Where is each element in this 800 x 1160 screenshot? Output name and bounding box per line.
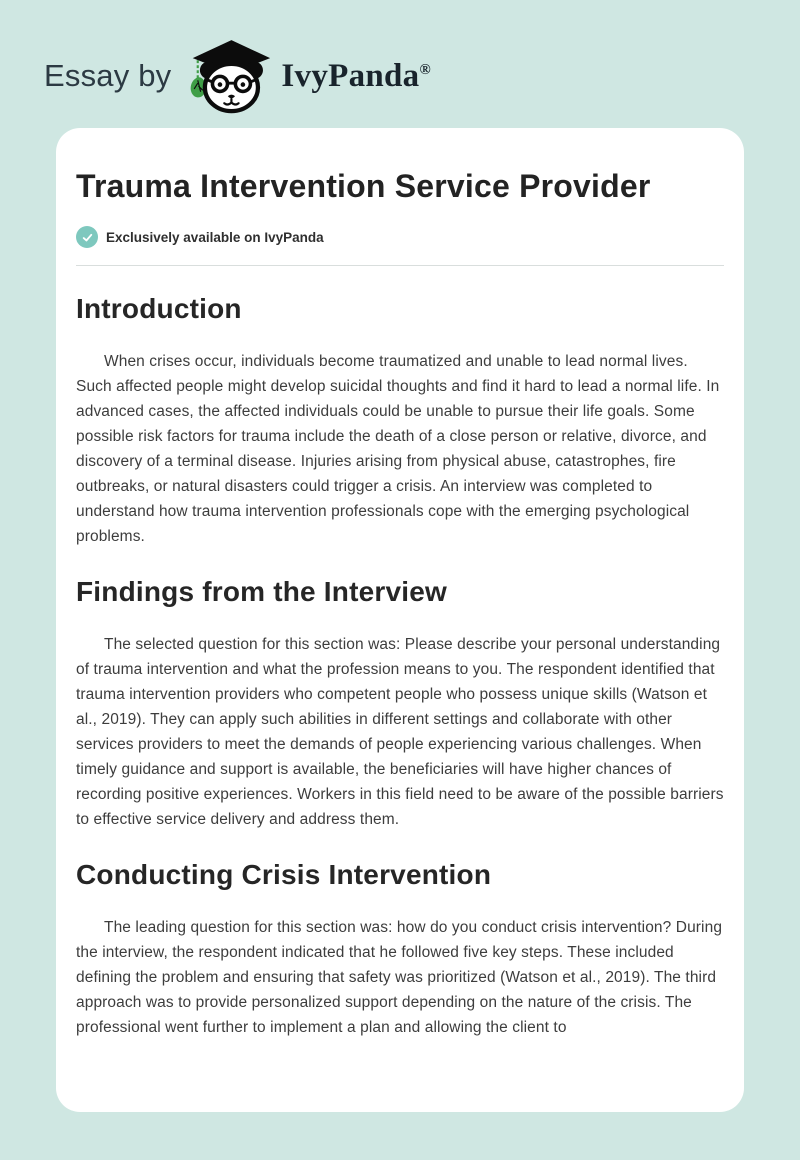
ivy-leaf-icon <box>191 77 207 98</box>
page-title: Trauma Intervention Service Provider <box>76 168 651 204</box>
divider <box>76 265 724 266</box>
panda-logo-icon <box>187 35 273 117</box>
exclusive-badge-label: Exclusively available on IvyPanda <box>106 229 324 245</box>
section-heading: Introduction <box>76 293 242 324</box>
essay-card: Trauma Intervention Service Provider Exc… <box>56 128 744 1112</box>
section-heading: Findings from the Interview <box>76 576 447 607</box>
essay-by-label: Essay by <box>44 58 172 93</box>
paragraph: When crises occur, individuals become tr… <box>76 353 720 545</box>
section-findings: Findings from the Interview The selected… <box>76 575 724 832</box>
registered-mark: ® <box>419 61 431 78</box>
site-header: Essay by <box>0 0 800 122</box>
exclusive-badge: Exclusively available on IvyPanda <box>76 226 724 248</box>
brand-wordmark: IvyPanda® <box>281 57 431 94</box>
checkmark-icon <box>76 226 98 248</box>
section-conducting: Conducting Crisis Intervention The leadi… <box>76 858 724 1040</box>
ivypanda-logo-link[interactable]: IvyPanda® <box>187 35 431 117</box>
section-introduction: Introduction When crises occur, individu… <box>76 292 724 549</box>
paragraph: The leading question for this section wa… <box>76 919 723 1036</box>
section-heading: Conducting Crisis Intervention <box>76 859 492 890</box>
paragraph: The selected question for this section w… <box>76 636 724 828</box>
